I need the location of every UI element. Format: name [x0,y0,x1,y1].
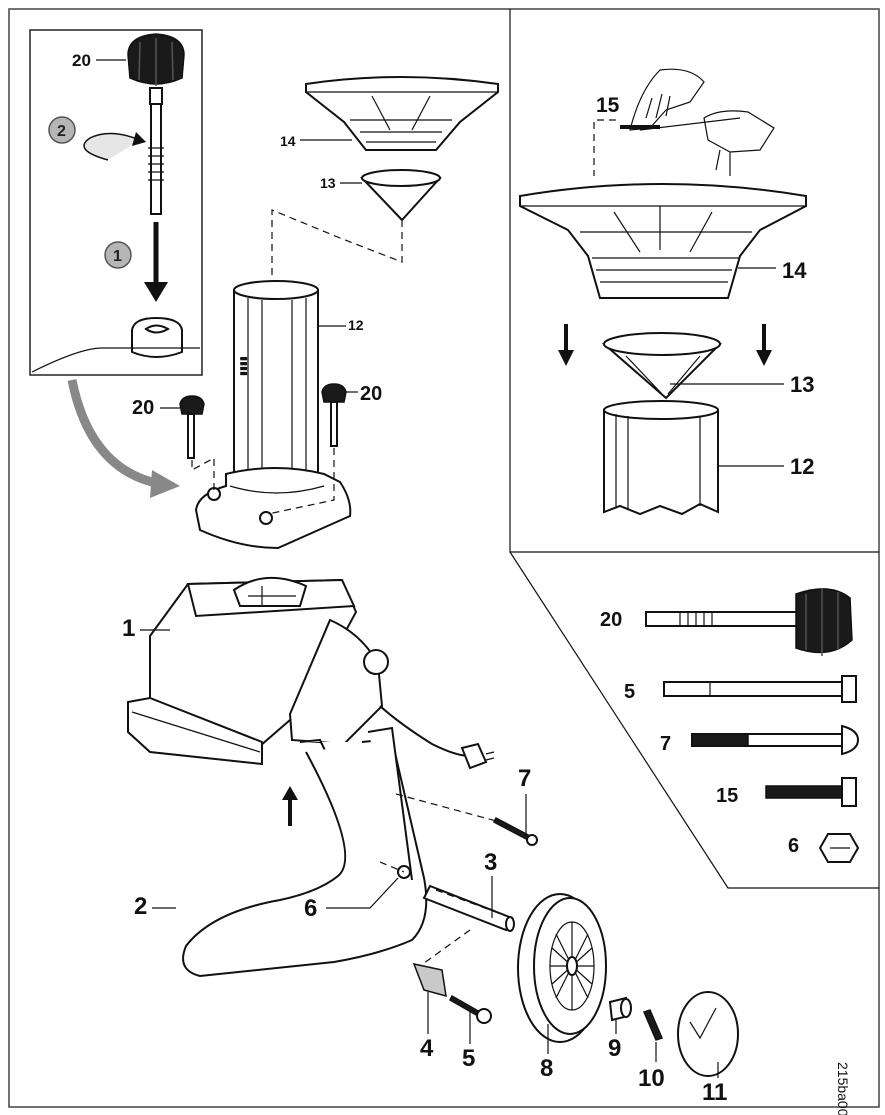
rotate-arrow-head [132,132,146,146]
knob-20-left [179,395,205,459]
tube-section-12 [603,400,719,516]
label-20-left: 20 [132,397,154,419]
knob-20-right [321,383,347,447]
pin-10 [642,1009,664,1041]
label-3: 3 [484,849,497,876]
socket-slot [144,324,170,334]
power-plug [460,742,488,770]
knob-20-thread [148,147,164,181]
hub-cap-9 [608,996,632,1022]
knob-20-shaft [150,103,162,215]
shredder-housing-1 [127,576,389,766]
curved-arrow-icon [67,379,161,489]
drawing-code: 215ba005 [835,1062,851,1115]
power-cord [379,705,471,757]
fastener-label-5: 5 [624,681,635,703]
tube-base [194,467,352,550]
dash-20-right [267,448,335,515]
label-13-small: 13 [320,175,336,191]
small-hopper-14 [305,76,499,151]
arrow-down-right-head [756,350,772,366]
fastener-panel-divider [509,551,879,889]
label-11: 11 [702,1079,727,1106]
leader-6 [326,877,399,909]
small-cone-13 [360,169,442,222]
label-13-big: 13 [790,372,814,397]
cover-11 [677,991,739,1077]
curved-arrow-head [150,470,180,498]
label-9: 9 [608,1035,621,1062]
label-2: 2 [134,893,147,920]
label-5: 5 [462,1045,475,1072]
label-6: 6 [304,895,317,922]
fastener-label-6: 6 [788,835,799,857]
step-1-label: 1 [113,248,122,265]
feed-tube-12: ▮▮▮▮ [233,280,319,491]
large-cone-13 [601,332,722,400]
fastener-nut-6 [818,833,860,863]
fastener-bolt-5 [663,675,857,703]
plug-prongs [485,751,495,761]
fastener-label-20: 20 [600,609,622,631]
label-14-big: 14 [782,258,807,283]
up-arrow-head [282,786,298,800]
arrow-down-head [144,282,168,302]
screw-7 [493,816,538,846]
label-12-small: 12 [348,317,364,333]
base-edge-inset [31,347,200,373]
hands-tool-15 [620,68,775,176]
step-1-badge [104,241,132,269]
bracket-4 [412,962,447,998]
fastener-screw-7 [691,724,860,756]
bolt-5 [449,994,492,1024]
knob-20-neck [149,87,163,105]
label-20-right: 20 [360,383,382,405]
inset-knob-insertion: 20 2 1 [31,33,200,373]
dash-6 [379,861,405,873]
frame-2 [182,726,428,978]
inset-label-20: 20 [72,51,91,70]
label-12-big: 12 [790,454,814,479]
label-1: 1 [122,615,135,642]
large-hopper-14 [519,183,807,299]
label-4: 4 [420,1035,434,1062]
fastener-knob-20 [645,588,853,656]
label-14-small: 14 [280,133,296,149]
wheel-8 [517,893,607,1043]
tube-brand-mark: ▮▮▮▮ [238,356,248,376]
fastener-label-15: 15 [716,785,738,807]
label-7: 7 [518,765,531,792]
dash-20-left [191,456,215,490]
dash-7 [395,793,501,823]
axle-3 [422,884,515,932]
socket-boss [131,316,183,358]
fastener-label-7: 7 [660,733,671,755]
label-15: 15 [596,94,620,117]
label-10: 10 [638,1065,665,1092]
step-2-badge [48,116,76,144]
knob-20-ribs [138,38,174,86]
rotate-arrow-icon [83,132,141,161]
inset-panel-frame [29,29,203,376]
label-8: 8 [540,1055,553,1082]
alignment-dash-center [271,209,403,284]
step-2-label: 2 [57,123,66,140]
arrow-down-left-head [558,350,574,366]
dash-4 [419,929,471,967]
fastener-screw-15 [765,777,857,807]
